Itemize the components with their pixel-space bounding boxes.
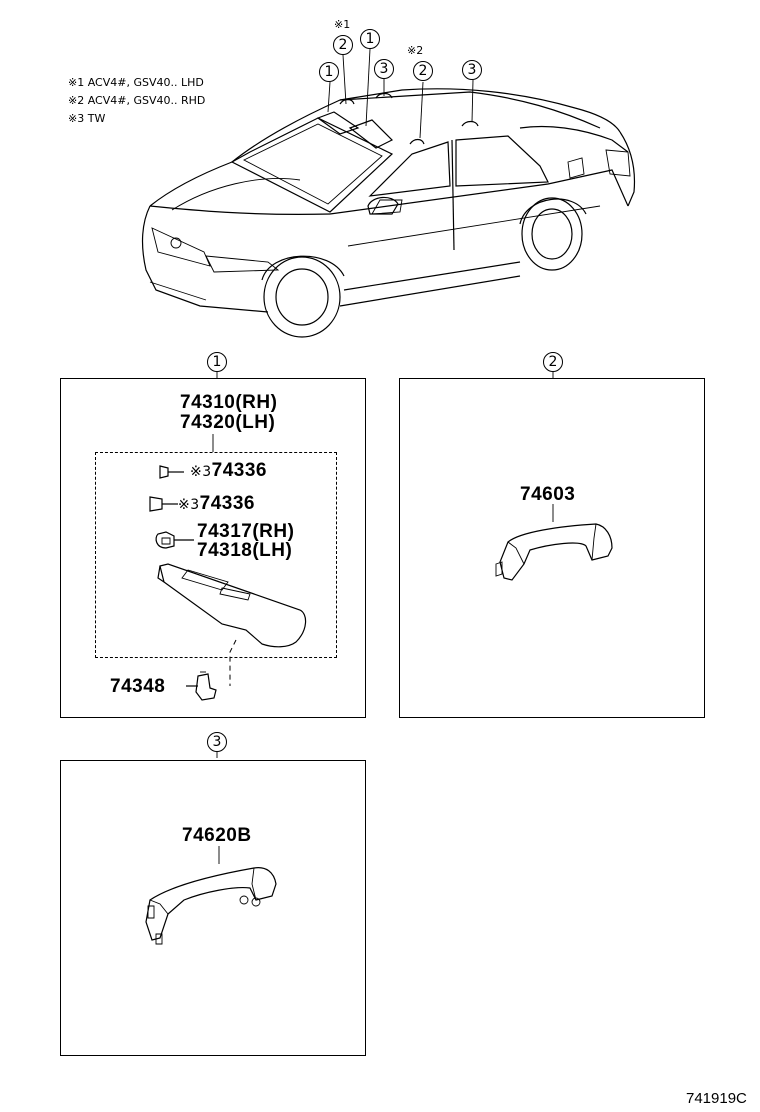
part-code-visor-lh: 74320(LH) — [180, 412, 276, 433]
screw-b-code: 74336 — [199, 493, 255, 514]
legend-note-1-mark: ※1 — [68, 76, 85, 89]
panel-3-number: 3 — [207, 732, 227, 752]
panel-3-tick — [216, 751, 218, 758]
legend-note-3-mark: ※3 — [68, 112, 85, 125]
callout-3-rear: 3 — [462, 60, 482, 80]
part-code-visor-rh: 74310(RH) — [180, 392, 278, 413]
sun-visor-icon — [157, 563, 307, 648]
legend-note-1-text: ACV4#, GSV40.. LHD — [87, 76, 204, 89]
panel-1-number: 1 — [207, 352, 227, 372]
part-code-holder-rh: 74317(RH) — [197, 521, 295, 542]
panel-2-number: 2 — [543, 352, 563, 372]
screw-a-code: 74336 — [211, 460, 267, 481]
clip-dashed-leader — [229, 639, 237, 686]
callout-note-2-mark: ※2 — [407, 44, 424, 57]
diagram-id: 741919C — [686, 1090, 747, 1107]
legend-note-3: ※3 TW — [68, 112, 105, 125]
panel-1-sun-visor — [60, 378, 366, 718]
panel-2-tick — [552, 371, 554, 378]
visor-leader-line — [212, 434, 214, 452]
screw-a-mark: ※3 — [190, 464, 212, 480]
legend-note-1: ※1 ACV4#, GSV40.. LHD — [68, 76, 204, 89]
visor-holder-icon — [155, 531, 194, 549]
part-code-grip-74620b: 74620B — [182, 825, 252, 846]
callout-3-front: 3 — [374, 59, 394, 79]
callout-1-front: 1 — [319, 62, 339, 82]
screw-a-icon — [159, 465, 184, 479]
panel-2-assist-grip — [399, 378, 705, 718]
grip-74603-leader — [552, 504, 554, 522]
screw-a-label: ※374336 — [190, 460, 267, 482]
car-illustration — [141, 48, 636, 338]
screw-b-label: ※374336 — [178, 493, 255, 515]
part-code-holder-lh: 74318(LH) — [197, 540, 293, 561]
assist-grip-icon — [495, 523, 613, 581]
screw-b-icon — [149, 496, 178, 512]
callout-2-center: 2 — [413, 61, 433, 81]
legend-note-2-text: ACV4#, GSV40.. RHD — [87, 94, 206, 107]
screw-b-mark: ※3 — [178, 497, 200, 513]
panel-3-assist-grip-tw — [60, 760, 366, 1056]
callout-note-1-mark: ※1 — [334, 18, 351, 31]
visor-assembly-group — [95, 452, 337, 658]
assist-grip-tw-icon — [145, 867, 277, 945]
legend-note-2-mark: ※2 — [68, 94, 85, 107]
clip-icon — [186, 671, 217, 701]
part-code-clip: 74348 — [110, 676, 166, 697]
callout-2-front: 2 — [333, 35, 353, 55]
panel-1-tick — [216, 371, 218, 378]
grip-74620b-leader — [218, 846, 220, 864]
legend-note-2: ※2 ACV4#, GSV40.. RHD — [68, 94, 205, 107]
part-code-grip-74603: 74603 — [520, 484, 576, 505]
legend-note-3-text: TW — [87, 112, 106, 125]
callout-1-sunroof: 1 — [360, 29, 380, 49]
